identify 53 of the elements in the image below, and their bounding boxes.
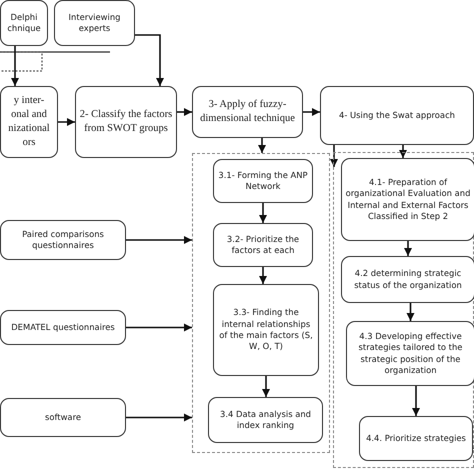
process-box <box>0 310 126 345</box>
arrow <box>303 108 320 116</box>
process-box <box>192 86 303 138</box>
arrow <box>399 145 407 158</box>
process-box <box>346 321 474 386</box>
arrow <box>412 386 420 416</box>
box-label: 4.4. Prioritize strategies <box>365 432 467 444</box>
arrow <box>262 376 270 397</box>
box-label: y inter- onal and nizational ors <box>7 94 51 150</box>
arrow <box>330 145 338 167</box>
box-label: 4- Using the Swat approach <box>338 110 456 122</box>
arrow <box>126 236 192 244</box>
box-label: 2- Classify the factors from SWOT groups <box>78 108 174 136</box>
process-box <box>320 86 474 145</box>
box-label: Delphi chnique <box>6 12 42 34</box>
dashed-group-frame <box>192 153 330 453</box>
arrow <box>58 118 75 126</box>
process-box <box>359 416 473 461</box>
process-box <box>213 284 319 376</box>
process-box <box>213 223 313 267</box>
box-label: 3.4 Data analysis and index ranking <box>219 408 312 432</box>
process-box <box>75 86 177 158</box>
box-label: Paired comparisons questionnaires <box>21 228 105 252</box>
box-label: 4.3 Developing effective strategies tailored to the strategic position of the organization <box>358 330 464 376</box>
arrow <box>259 267 267 284</box>
process-box <box>0 0 48 46</box>
process-box <box>213 159 313 203</box>
box-label: 3- Apply of fuzzy-dimensional technique <box>199 98 296 126</box>
process-box <box>54 0 135 46</box>
box-label: Interviewing experts <box>68 12 122 34</box>
box-label: software <box>44 412 82 424</box>
box-label: 3.3- Finding the internal relationships of the main factors (S, W, O, T) <box>218 307 314 353</box>
box-label: DEMATEL questionnaires <box>10 322 116 334</box>
box-label: 3.1- Forming the ANP Network <box>217 170 309 192</box>
box-label: 4.2 determining strategic status of the organization <box>353 268 463 291</box>
arrow <box>258 138 266 153</box>
arrow <box>126 414 192 422</box>
arrow <box>259 203 267 223</box>
process-box <box>341 256 474 303</box>
dashed-group-frame <box>333 152 474 468</box>
box-label: 4.1- Preparation of organizational Evaluation and Internal and External Factors Classified in Step 2 <box>344 176 472 222</box>
box-label: 3.2- Prioritize the factors at each <box>226 234 300 256</box>
arrow <box>177 108 192 116</box>
process-box <box>208 397 323 443</box>
process-box <box>0 398 126 437</box>
process-box <box>0 86 58 158</box>
arrow <box>11 46 19 86</box>
arrow <box>406 303 414 321</box>
process-box <box>0 220 126 260</box>
arrow <box>126 324 192 332</box>
arrow <box>404 241 412 256</box>
arrow <box>135 34 164 86</box>
process-box <box>341 158 474 241</box>
